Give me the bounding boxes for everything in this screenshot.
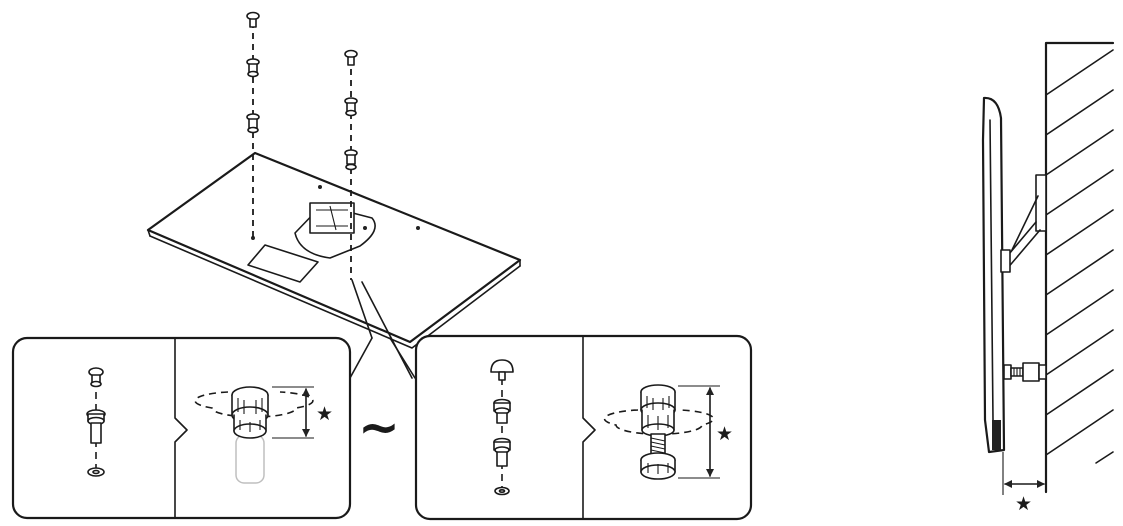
screw-icon: [344, 49, 358, 66]
assembled-spacer-tall: [603, 384, 715, 480]
star-icon: ★: [1015, 493, 1032, 515]
assembled-spacer-short: [194, 386, 314, 484]
washer-icon: [494, 486, 510, 496]
screw-icon: [246, 11, 260, 28]
spacer-icon: [246, 58, 260, 78]
mount-hub: [294, 202, 376, 259]
wall: [1044, 41, 1115, 494]
star-icon: ★: [316, 403, 333, 425]
wall-bracket: [1000, 174, 1047, 273]
spacer-icon: [246, 113, 260, 134]
screw-column-right: [344, 49, 358, 280]
spacer-icon: [493, 398, 511, 424]
tv-back-panel: [146, 151, 522, 349]
bottom-spacer: [1003, 362, 1047, 382]
spacer-icon: [344, 97, 358, 117]
callout-lines: [349, 279, 416, 379]
washer-icon: [87, 467, 105, 477]
detail-box-right: ★: [414, 334, 753, 521]
screw-column-left: [246, 11, 260, 238]
height-dimension-left: [272, 386, 314, 439]
detail-box-left: ★: [11, 336, 352, 520]
star-icon: ★: [716, 423, 733, 445]
gap-dimension: [1002, 452, 1045, 495]
spacer-icon: [86, 409, 106, 444]
height-dimension-right: [678, 385, 720, 479]
tilde-icon: ~: [358, 398, 400, 456]
side-view: ★: [981, 41, 1115, 515]
spacer-icon: [344, 149, 358, 171]
tv-profile: [981, 96, 1006, 454]
screw-icon: [88, 367, 104, 388]
screw-icon: [490, 359, 514, 381]
spacer-icon: [493, 437, 511, 467]
